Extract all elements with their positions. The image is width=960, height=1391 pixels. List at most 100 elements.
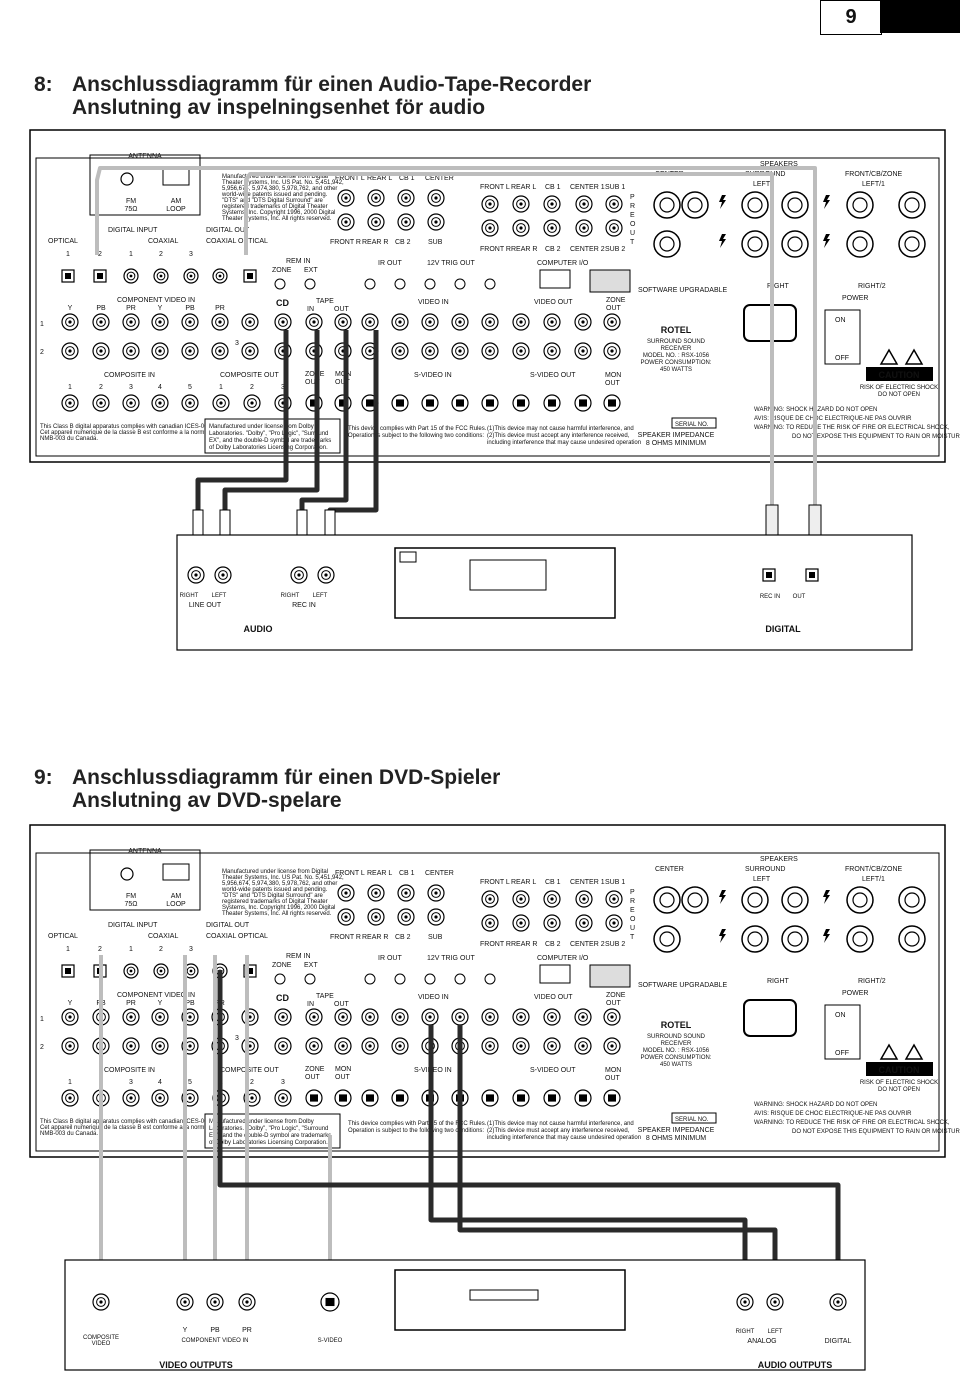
component-label: Y [158,1000,163,1007]
rca-jack-pin [159,274,163,278]
rca-jack-pin [582,202,586,206]
dts-license-text: "DTS" and "DTS Digital Surround" are [222,198,324,204]
lightning-icon [823,929,830,943]
dolby-license-text: Laboratories. "Dolby", "Pro Logic", "Sur… [209,1126,328,1132]
model-text: RECEIVER [661,346,692,352]
pre-out-letter: T [630,934,635,941]
dts-license-text: registered trademarks of Digital Theater [222,899,328,905]
mon-label: OUT [335,379,351,386]
antenna-box [89,849,201,911]
fm-label: FM [126,198,136,205]
multi-label: FRONT L [335,870,365,877]
optical-jack-inner [65,273,71,279]
dolby-license-text: of Dolby Laboratories Licensing Corporat… [209,445,328,451]
rca-jack-pin [324,573,328,577]
rca-jack-pin [404,891,408,895]
dts-license-text: Theater Systems, Inc. All rights reserve… [222,216,332,222]
multi-label: REAR R [362,239,388,246]
pre-out-letter: O [630,221,636,228]
lightning-icon [719,890,726,904]
s-video-jack-inner [366,399,374,407]
speaker-terminal-cap [659,197,675,213]
tape-deck [176,534,913,651]
input-number: 3 [189,251,193,258]
mini-jack [454,278,466,290]
pre-out-letter: T [630,239,635,246]
composite-out-label: COMPOSITE OUT [220,1067,279,1074]
rca-jack-pin [158,320,162,324]
warning-triangle-icon [904,1043,924,1060]
zone-label: ZONE [272,962,292,969]
input-number: 5 [188,384,192,391]
pre-out-label: CB 1 [545,184,561,191]
dts-license-text: Theater Systems, Inc. All rights reserve… [222,911,332,917]
digital-cable [95,166,817,510]
rca-jack-pin [550,921,554,925]
model-text: RECEIVER [661,1041,692,1047]
multi-label: SUB [428,239,443,246]
dolby-license-text: Manufactured under license from Dolby [209,424,314,430]
rca-jack-pin [610,349,614,353]
ext-label: EXT [304,962,318,969]
rca-jack-pin [158,401,162,405]
dts-license-text: Systems, Inc. Copyright 1996, 2000 Digit… [222,210,335,216]
rca-jack-pin [488,1015,492,1019]
rca-jack-pin [519,1044,523,1048]
multi-label: CENTER [425,870,454,877]
video-out-label: VIDEO OUT [534,994,573,1001]
mon-label: OUT [605,380,621,387]
mini-jack [394,278,406,290]
pre-out-letter: O [630,916,636,923]
optical-jack-inner [65,968,71,974]
lightning-icon [823,234,830,248]
pre-out-letter: U [630,925,635,932]
caution-box [866,1062,933,1076]
row-number: 2 [40,1044,44,1051]
impedance-label: 8 OHMS MINIMUM [646,440,706,447]
pre-out-label: SUB 2 [605,941,625,948]
rca-jack-pin [612,897,616,901]
rca-jack-pin [188,1096,192,1100]
rca-jack-pin [218,274,222,278]
composite-in-label: COMPOSITE IN [104,1067,155,1074]
rca-jack-pin [248,1044,252,1048]
rca-jack-pin [519,921,523,925]
section9-number: 9: [34,766,53,789]
multi-label: FRONT L [335,175,365,182]
optical-jack-inner [97,273,103,279]
rca-jack-pin [458,320,462,324]
rca-jack-pin [519,320,523,324]
rca-jack-pin [519,897,523,901]
multi-label: REAR L [367,870,392,877]
dvd-player-body [394,1269,626,1331]
dolby-license-text: EX", and the double-D symbol are tradema… [209,438,331,444]
speakers-label: SPEAKERS [760,161,798,168]
fcc-text: (2)This device must accept any interfere… [487,433,630,439]
mini-jack [304,973,316,985]
optical-jack-inner [247,273,253,279]
pre-out-label: FRONT R [480,246,511,253]
digital-out-coaxial-label: COAXIAL [206,238,236,245]
digital-out-label: OUT [793,594,806,600]
rca-jack-pin [219,401,223,405]
input-number: 2 [99,384,103,391]
rca-jack-pin [488,1044,492,1048]
s-video-jack-inner [486,1094,494,1102]
rca-jack-pin [344,220,348,224]
rca-jack-pin [158,349,162,353]
lightning-icon [719,929,726,943]
rca-jack-pin [194,573,198,577]
header-bar [880,0,960,33]
rca-jack-pin [158,1015,162,1019]
mini-jack [484,973,496,985]
rca-jack-pin [368,349,372,353]
right2-label: RIGHT/2 [858,978,886,985]
computer-io-port [539,964,571,984]
rca-jack-pin [189,969,193,973]
rca-jack-pin [612,921,616,925]
rca-jack-pin [519,1015,523,1019]
s-video-jack-inner [548,399,556,407]
rca-jack-pin [404,196,408,200]
serial-label: SERIAL NO. [675,1117,709,1123]
rca-jack-pin [488,349,492,353]
